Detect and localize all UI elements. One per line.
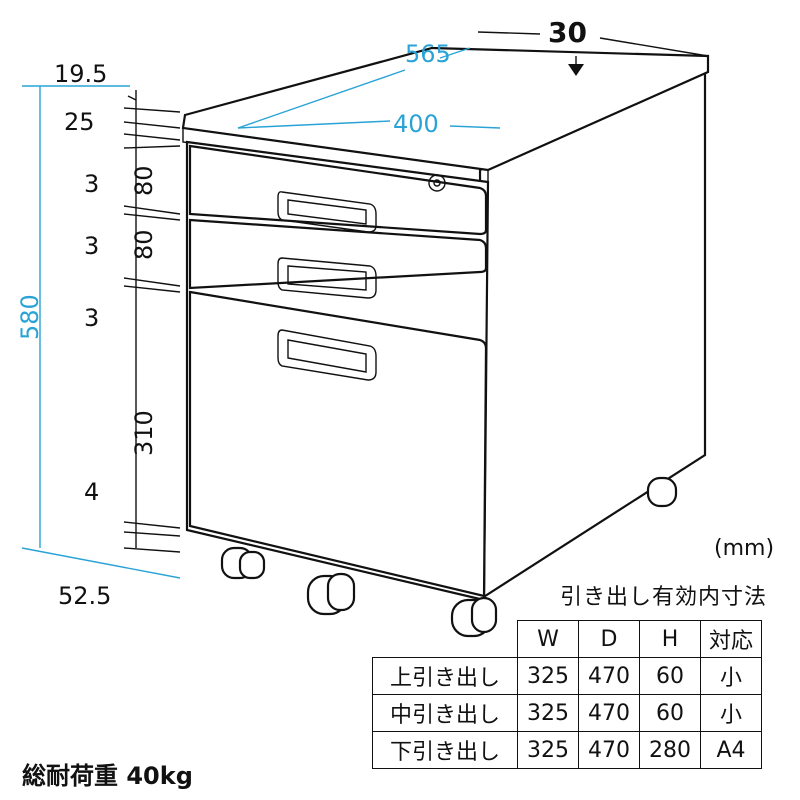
- dim-caster: 52.5: [58, 582, 111, 610]
- dim-gap-2: 3: [84, 232, 99, 260]
- table-cell: 小: [700, 694, 762, 732]
- table-cell: 280: [639, 731, 701, 769]
- table-cell: 325: [517, 657, 579, 695]
- dim-drawer-3: 310: [130, 410, 158, 456]
- table-row-label: 下引き出し: [372, 731, 518, 769]
- table-cell: 小: [700, 657, 762, 695]
- dim-gap-1: 3: [84, 170, 99, 198]
- table-corner: [372, 620, 518, 658]
- dim-gap-bottom: 4: [84, 478, 99, 506]
- table-title: 引き出し有効内寸法: [560, 585, 768, 610]
- dim-gap-3: 3: [84, 304, 99, 332]
- caster-front-left: [220, 546, 266, 580]
- dim-drawer-1: 80: [130, 165, 158, 196]
- drawer-middle-handle: [277, 257, 377, 299]
- table-cell: 325: [517, 694, 579, 732]
- table-row-label: 上引き出し: [372, 657, 518, 695]
- dim-overall-height: 580: [16, 294, 44, 340]
- drawer-middle: [188, 218, 488, 299]
- table-cell: 60: [639, 694, 701, 732]
- table-header-cell: 対応: [700, 620, 762, 658]
- drawer-bottom-handle: [277, 329, 377, 381]
- left-dimension-lines: [21, 85, 181, 579]
- dim-offset-top: 19.5: [54, 60, 107, 88]
- table-row: 下引き出し 325 470 280 A4: [372, 731, 762, 769]
- table-cell: 470: [578, 657, 640, 695]
- unit-label: (mm): [714, 536, 775, 561]
- table-header-cell: W: [517, 620, 579, 658]
- dim-top-width: 400: [393, 110, 439, 138]
- table-row: 中引き出し 325 470 60 小: [372, 694, 762, 732]
- drawer-spec-table: W D H 対応 上引き出し 325 470 60 小 中引き出し 325 47…: [372, 620, 762, 769]
- table-cell: A4: [700, 731, 762, 769]
- caster-back-right: [646, 476, 678, 508]
- dim-top-thickness: 30: [548, 16, 587, 49]
- dim-top-depth: 565: [405, 40, 451, 68]
- drawer-bottom: [188, 290, 488, 598]
- top-dimension-lines: [237, 31, 709, 129]
- arrow-down-icon: [568, 64, 584, 76]
- total-load-label: 総耐荷重 40kg: [22, 762, 193, 790]
- table-header-cell: D: [578, 620, 640, 658]
- dim-drawer-2: 80: [130, 229, 158, 260]
- drawer-top: [188, 144, 488, 236]
- table-cell: 60: [639, 657, 701, 695]
- lock-keyhole: [428, 174, 446, 192]
- table-header-row: W D H 対応: [372, 620, 762, 658]
- table-row-label: 中引き出し: [372, 694, 518, 732]
- dim-top-board: 25: [64, 108, 95, 136]
- table-cell: 325: [517, 731, 579, 769]
- table-row: 上引き出し 325 470 60 小: [372, 657, 762, 695]
- caster-front-mid: [306, 572, 356, 616]
- table-cell: 470: [578, 694, 640, 732]
- table-cell: 470: [578, 731, 640, 769]
- table-header-cell: H: [639, 620, 701, 658]
